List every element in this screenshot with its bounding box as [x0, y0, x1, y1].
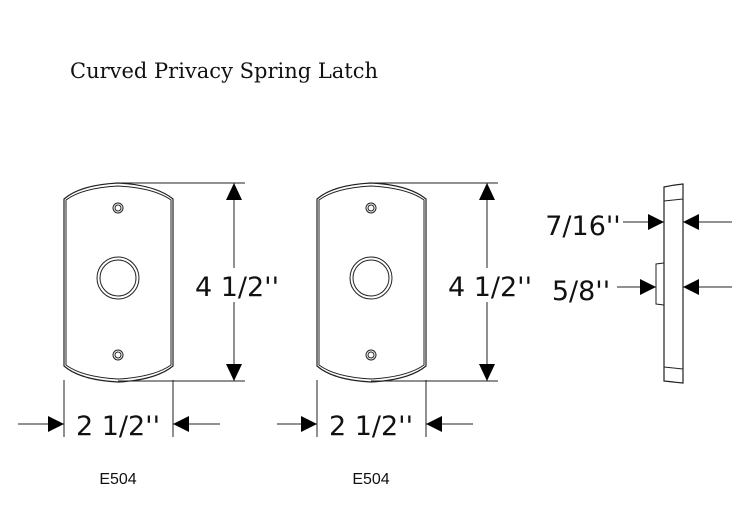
arrow-left-icon	[173, 416, 189, 432]
knob-inner	[352, 259, 390, 297]
arrow-down-icon	[479, 364, 495, 381]
side-plate-outline	[663, 183, 684, 384]
width-label: 2 1/2''	[76, 411, 160, 442]
screw-hole-top	[365, 202, 377, 214]
screw-hole-bottom-inner	[114, 351, 122, 359]
diagram-title: Curved Privacy Spring Latch	[70, 59, 378, 83]
model-label: E504	[352, 471, 389, 488]
projection-label: 5/8''	[552, 276, 610, 307]
plate-outline	[63, 182, 174, 383]
model-label: E504	[99, 471, 136, 488]
arrow-right-icon	[640, 279, 656, 295]
arrow-right-icon	[48, 416, 64, 432]
side-knob-projection	[655, 262, 665, 306]
knob-outer	[96, 256, 140, 300]
width-label: 2 1/2''	[329, 411, 413, 442]
arrow-up-icon	[226, 183, 242, 200]
arrow-down-icon	[226, 364, 242, 381]
plate-inner-outline	[65, 185, 172, 380]
side-bevel-top	[663, 198, 684, 202]
front-view-1: 4 1/2'' 2 1/2'' E504	[18, 182, 279, 488]
arrow-left-icon	[426, 416, 442, 432]
screw-hole-top-inner	[114, 204, 122, 212]
side-bevel-bottom	[663, 366, 684, 370]
arrow-right-icon	[301, 416, 317, 432]
plate-outline	[316, 182, 427, 383]
screw-hole-bottom-inner	[367, 351, 375, 359]
side-view: 7/16'' 5/8''	[545, 183, 732, 384]
screw-hole-bottom	[112, 349, 124, 361]
knob-inner	[99, 259, 137, 297]
height-label: 4 1/2''	[195, 272, 279, 303]
screw-hole-top	[112, 202, 124, 214]
arrow-up-icon	[479, 183, 495, 200]
plate-inner-outline	[318, 185, 425, 380]
arrow-right-icon	[648, 214, 664, 230]
screw-hole-top-inner	[367, 204, 375, 212]
knob-outer	[349, 256, 393, 300]
screw-hole-bottom	[365, 349, 377, 361]
height-label: 4 1/2''	[448, 272, 532, 303]
front-view-2: 4 1/2'' 2 1/2'' E504	[277, 182, 532, 488]
arrow-left-icon	[683, 214, 699, 230]
arrow-left-icon	[683, 279, 699, 295]
thickness-label: 7/16''	[545, 211, 620, 242]
